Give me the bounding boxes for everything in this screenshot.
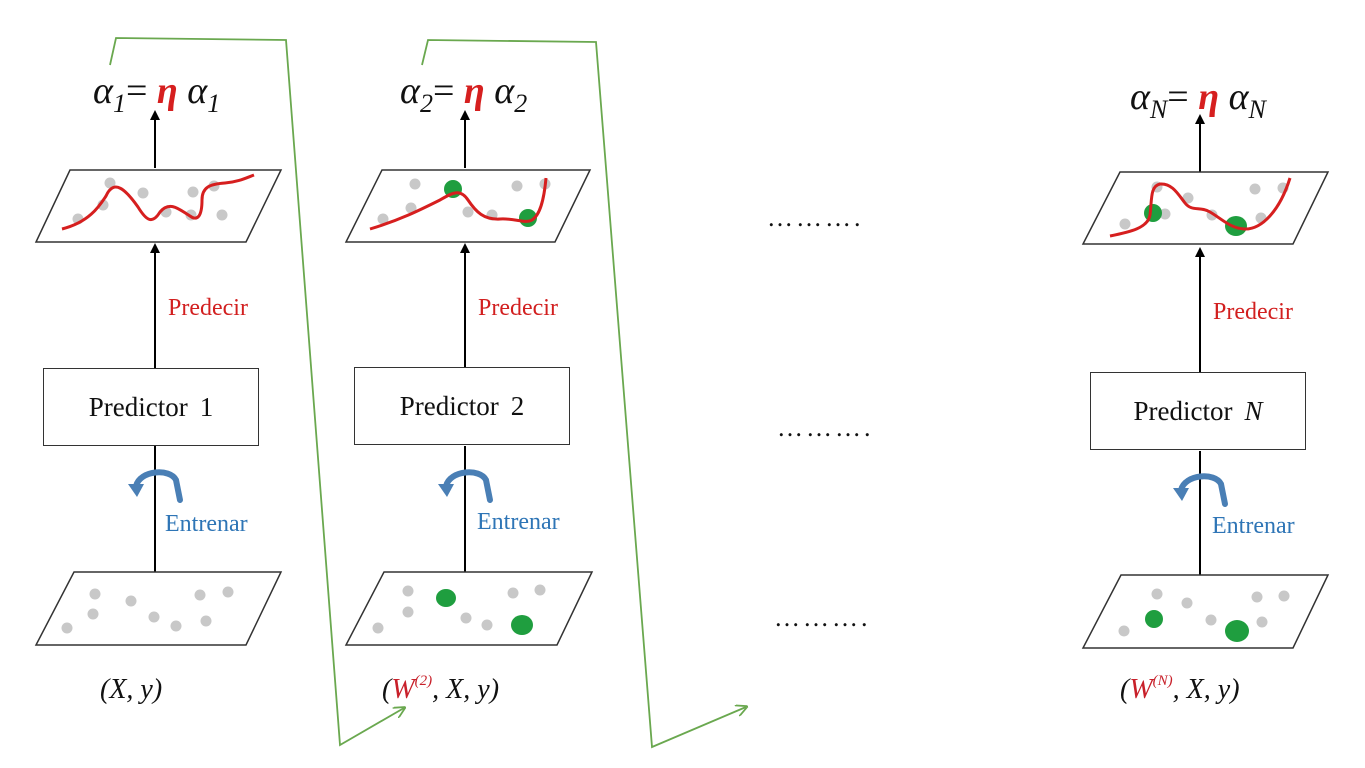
alpha-subscript: N: [1248, 95, 1266, 124]
alpha-symbol: α: [1228, 76, 1249, 118]
alpha-update-2: α2= η α2: [400, 70, 527, 117]
predictor-box-N: Predictor N: [1090, 372, 1306, 450]
column-1: [34, 110, 283, 646]
weight-symbol: W: [1129, 674, 1153, 705]
prediction-points-2: [377, 178, 551, 225]
dataset-open-paren: (: [382, 674, 392, 705]
prediction-points-N: [1119, 181, 1289, 230]
training-plane-N: [1081, 574, 1330, 649]
predictor-box-2: Predictor 2: [354, 367, 570, 445]
weight-symbol: W: [391, 674, 415, 705]
equals-sign: =: [432, 70, 455, 112]
predictor-index: N: [1244, 395, 1263, 426]
dataset-open-paren: (: [100, 674, 110, 705]
alpha-symbol: α: [187, 70, 208, 112]
train-label-1: Entrenar: [165, 511, 248, 537]
column-N: [1081, 114, 1330, 649]
eta-symbol: η: [463, 70, 485, 112]
alpha-subscript: 2: [514, 89, 528, 118]
train-loop-arrowhead: [128, 484, 144, 497]
prediction-curve-2: [369, 177, 548, 231]
eta-symbol: η: [156, 70, 178, 112]
alpha-symbol: α: [400, 70, 420, 112]
alpha-symbol: α: [93, 70, 113, 112]
eta-symbol: η: [1198, 76, 1220, 118]
dataset-vars: , X, y): [1172, 674, 1240, 705]
predict-label-1: Predecir: [168, 295, 248, 321]
prediction-plane-1: [34, 169, 283, 243]
train-loop-icon: [133, 469, 183, 503]
connector-2-to-next: [421, 39, 746, 749]
equals-sign: =: [125, 70, 148, 112]
predictor-box-1: Predictor 1: [43, 368, 259, 446]
dataset-open-paren: (: [1120, 674, 1130, 705]
weight-superscript: (N): [1152, 673, 1173, 689]
predict-label-N: Predecir: [1213, 299, 1293, 325]
prediction-curve-1: [61, 173, 255, 231]
training-points-1: [61, 586, 234, 634]
ellipsis-top: ……….: [767, 203, 864, 232]
training-points-N: [1118, 588, 1290, 637]
prediction-plane-2: [344, 169, 592, 243]
alpha-symbol: α: [494, 70, 515, 112]
alpha-update-1: α1= η α1: [93, 70, 220, 117]
dataset-label-2: (W(2), X, y): [382, 673, 500, 705]
training-points-2: [372, 584, 546, 634]
train-loop-arrowhead: [1173, 488, 1189, 501]
training-highlight-points-N: [1145, 610, 1249, 642]
training-plane-1: [34, 571, 283, 646]
alpha-subscript: 1: [112, 89, 126, 118]
alpha-subscript: N: [1149, 95, 1168, 124]
ellipsis-bottom: ……….: [774, 603, 871, 632]
dataset-vars: , X, y): [432, 674, 500, 705]
alpha-subscript: 2: [419, 89, 433, 118]
predictor-index: 1: [199, 391, 214, 422]
dataset-label-1: (X, y): [100, 676, 162, 704]
alpha-update-N: αN= η αN: [1130, 76, 1266, 123]
train-label-2: Entrenar: [477, 509, 560, 535]
connector-1-to-2: [109, 37, 404, 747]
column-2: [344, 110, 594, 646]
equals-sign: =: [1167, 76, 1189, 118]
alpha-symbol: α: [1130, 76, 1150, 118]
alpha-subscript: 1: [207, 89, 221, 118]
train-loop-icon: [1178, 473, 1228, 507]
prediction-curve-N: [1109, 177, 1292, 238]
predictor-index: 2: [510, 390, 525, 421]
predictor-name: Predictor: [399, 390, 499, 421]
dataset-label-N: (W(N), X, y): [1120, 673, 1240, 705]
training-highlight-points-2: [436, 589, 533, 635]
predictor-name: Predictor: [88, 391, 188, 422]
ellipsis-middle: ……….: [777, 413, 874, 442]
predictor-name: Predictor: [1133, 395, 1233, 426]
predict-label-2: Predecir: [478, 295, 558, 321]
weight-superscript: (2): [414, 673, 433, 689]
train-label-N: Entrenar: [1212, 513, 1295, 539]
train-loop-arrowhead: [438, 484, 454, 497]
dataset-vars: X, y): [109, 674, 163, 705]
training-plane-2: [344, 571, 594, 646]
train-loop-icon: [443, 469, 493, 503]
